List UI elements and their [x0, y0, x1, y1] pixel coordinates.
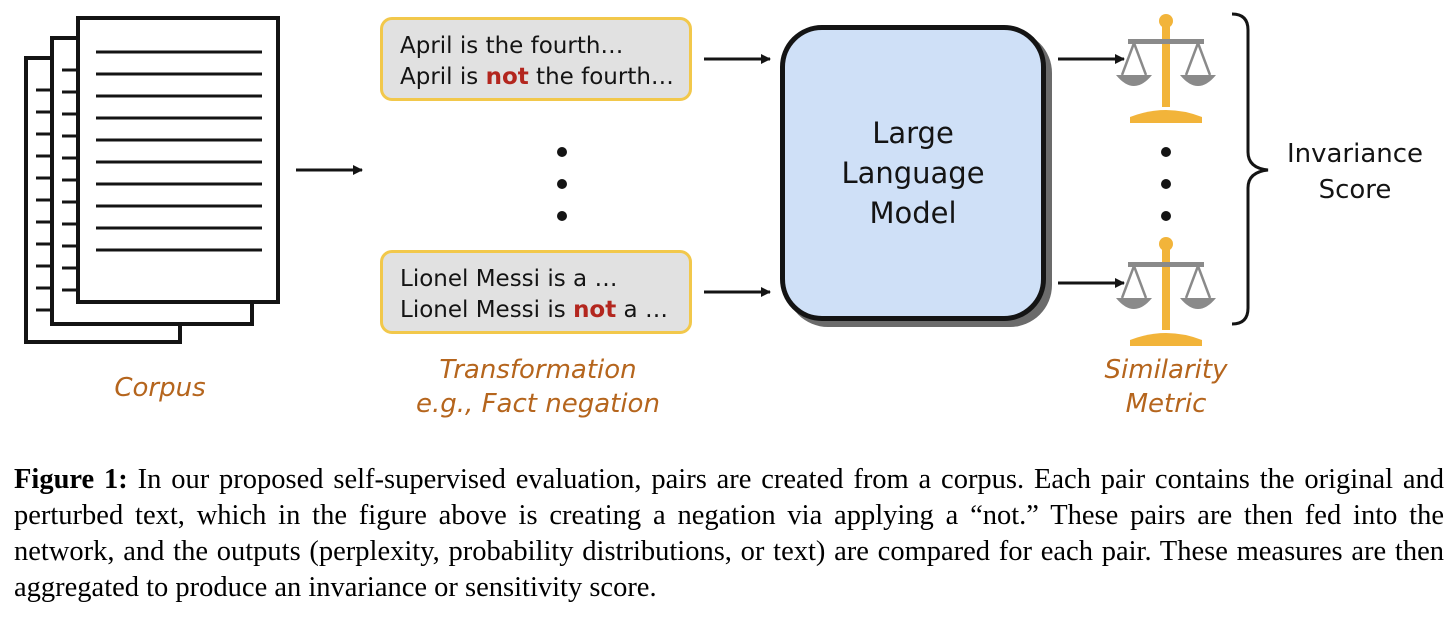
brace-icon	[1231, 12, 1269, 326]
model-label-line1: Large	[872, 116, 954, 150]
negation-word: not	[485, 64, 529, 90]
pair-perturbed-text: Lionel Messi is not a …	[400, 297, 668, 323]
score-label: Invariance Score	[1286, 139, 1424, 205]
pair-original-text: April is the fourth…	[400, 33, 624, 59]
pair-perturbed-text: April is not the fourth…	[400, 64, 674, 90]
scale-icon	[1114, 235, 1218, 348]
corpus-label: Corpus	[114, 373, 206, 403]
model-box: Large Language Model	[780, 25, 1046, 321]
scale-icon	[1114, 12, 1218, 125]
model-label-line3: Model	[869, 196, 957, 230]
ellipsis-pairs	[557, 147, 567, 221]
transformation-label: Transformation e.g., Fact negation	[416, 355, 660, 419]
documents-icon	[24, 16, 280, 344]
model-label-line2: Language	[841, 156, 985, 190]
pair-original-text: Lionel Messi is a …	[400, 266, 618, 292]
figure-caption: Figure 1: In our proposed self-supervise…	[14, 462, 1444, 606]
similarity-metric-label: Similarity Metric	[1104, 355, 1228, 419]
pair-box-top: April is the fourth… April is not the fo…	[380, 17, 692, 101]
ellipsis-metrics	[1161, 147, 1171, 221]
caption-text: In our proposed self-supervised evaluati…	[14, 464, 1445, 603]
pair-box-bottom: Lionel Messi is a … Lionel Messi is not …	[380, 250, 692, 334]
negation-word: not	[573, 297, 617, 323]
caption-label: Figure 1:	[14, 464, 128, 495]
